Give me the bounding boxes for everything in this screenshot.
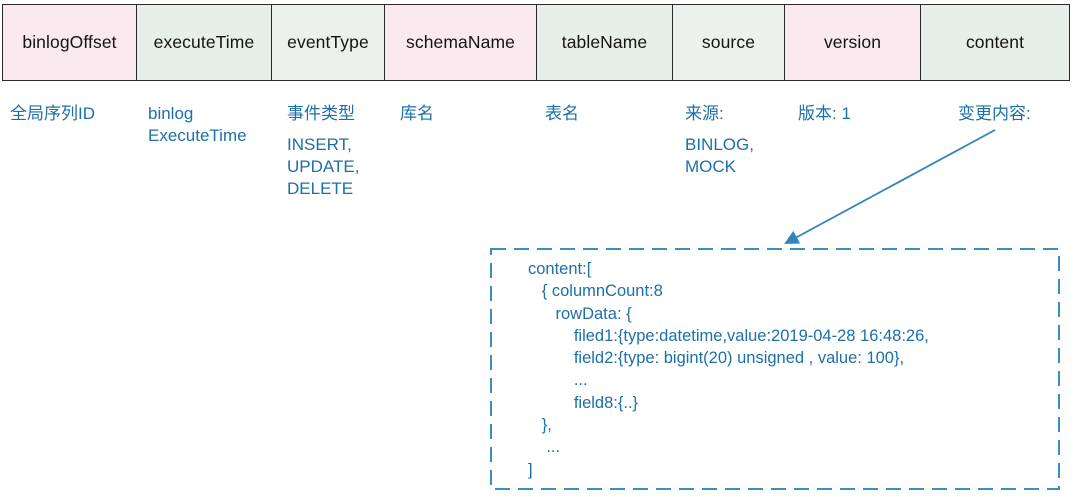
annotation-title: binlog [148,104,194,123]
annotation-version: 版本: 1 [798,103,851,125]
arrow-content-to-box [784,129,996,245]
column-header-executeTime: executeTime [136,4,272,81]
annotation-source: 来源: BINLOG, MOCK [685,103,754,178]
annotation-line: DELETE [287,179,354,198]
annotation-binlogOffset: 全局序列ID [10,103,95,125]
column-header-schemaName: schemaName [384,4,537,81]
annotation-value-list: INSERT, UPDATE, DELETE [287,134,359,200]
column-header-content: content [920,4,1070,81]
annotation-title: 库名 [400,104,434,123]
column-header-version: version [784,4,921,81]
annotation-title: 事件类型 [287,104,355,123]
annotation-line: BINLOG, [685,135,754,154]
annotation-executeTime: binlog ExecuteTime [148,103,247,147]
column-header-source: source [672,4,785,81]
annotation-content: 变更内容: [958,103,1031,125]
content-json-snippet: content:[ { columnCount:8 rowData: { fil… [528,260,929,479]
annotation-line: UPDATE, [287,157,360,176]
annotation-line: INSERT, [287,135,352,154]
annotation-title: 表名 [545,104,579,123]
column-header-tableName: tableName [536,4,673,81]
annotation-tableName: 表名 [545,103,579,125]
annotation-eventType: 事件类型 INSERT, UPDATE, DELETE [287,103,359,200]
annotation-value-list: BINLOG, MOCK [685,134,754,178]
annotation-title: 版本: 1 [798,104,851,123]
annotation-line: ExecuteTime [148,126,247,145]
annotation-title: 变更内容: [958,104,1031,123]
annotation-title: 全局序列ID [10,104,95,123]
column-header-eventType: eventType [271,4,385,81]
annotation-schemaName: 库名 [400,103,434,125]
annotation-title: 来源: [685,104,724,123]
column-header-binlogOffset: binlogOffset [2,4,137,81]
schema-header-row: binlogOffset executeTime eventType schem… [2,4,1070,81]
annotation-line: MOCK [685,157,736,176]
